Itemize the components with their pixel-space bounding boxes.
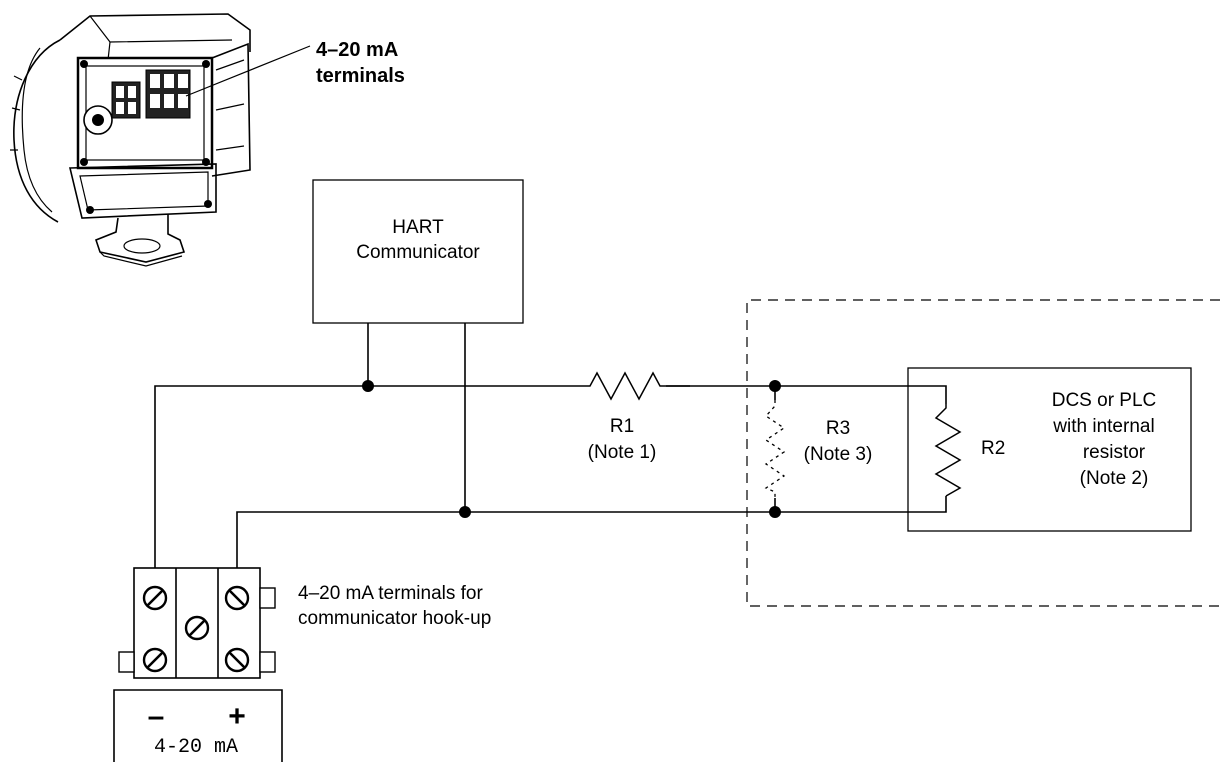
dcs-plc-box — [907, 367, 1192, 532]
r3-resistor — [764, 400, 786, 498]
dcs-label-line4: (Note 2) — [1080, 468, 1149, 489]
polarity-range-label: 4-20 mA — [154, 736, 238, 759]
hart-communicator-box — [312, 179, 524, 324]
r1-resistor — [580, 371, 690, 401]
r3-label: R3 — [826, 418, 850, 439]
terminal-block-caption-line1: 4–20 mA terminals for — [298, 583, 483, 604]
callout-leader-line — [185, 45, 311, 97]
plus-sign: + — [228, 700, 246, 733]
r1-note: (Note 1) — [588, 442, 657, 463]
callout-label-line2: terminals — [316, 65, 405, 87]
junction-dot — [769, 380, 781, 392]
terminal-screw-icon — [184, 615, 210, 641]
callout-label-line1: 4–20 mA — [316, 39, 398, 61]
r3-note: (Note 3) — [804, 444, 873, 465]
hart-label-line1: HART — [392, 217, 444, 238]
r2-resistor — [934, 404, 962, 497]
polarity-label-housing — [113, 689, 283, 762]
terminal-screw-icon — [142, 585, 168, 611]
junction-dot — [362, 380, 374, 392]
dcs-label-line2: with internal — [1052, 416, 1154, 437]
terminal-block-caption-line2: communicator hook-up — [298, 608, 491, 629]
r2-label: R2 — [981, 438, 1005, 459]
terminal-screw-icon — [224, 585, 250, 611]
loop-wiring — [154, 323, 947, 568]
dcs-label-line1: DCS or PLC — [1052, 390, 1157, 411]
hart-label-line2: Communicator — [356, 242, 480, 263]
junction-dot — [769, 506, 781, 518]
r1-label: R1 — [610, 416, 634, 437]
junction-dot — [459, 506, 471, 518]
terminal-screw-icon — [142, 647, 168, 673]
terminal-screw-icon — [224, 647, 250, 673]
dcs-label-line3: resistor — [1083, 442, 1146, 463]
transmitter-enclosure-illustration — [10, 13, 251, 267]
minus-sign: – — [148, 700, 165, 733]
